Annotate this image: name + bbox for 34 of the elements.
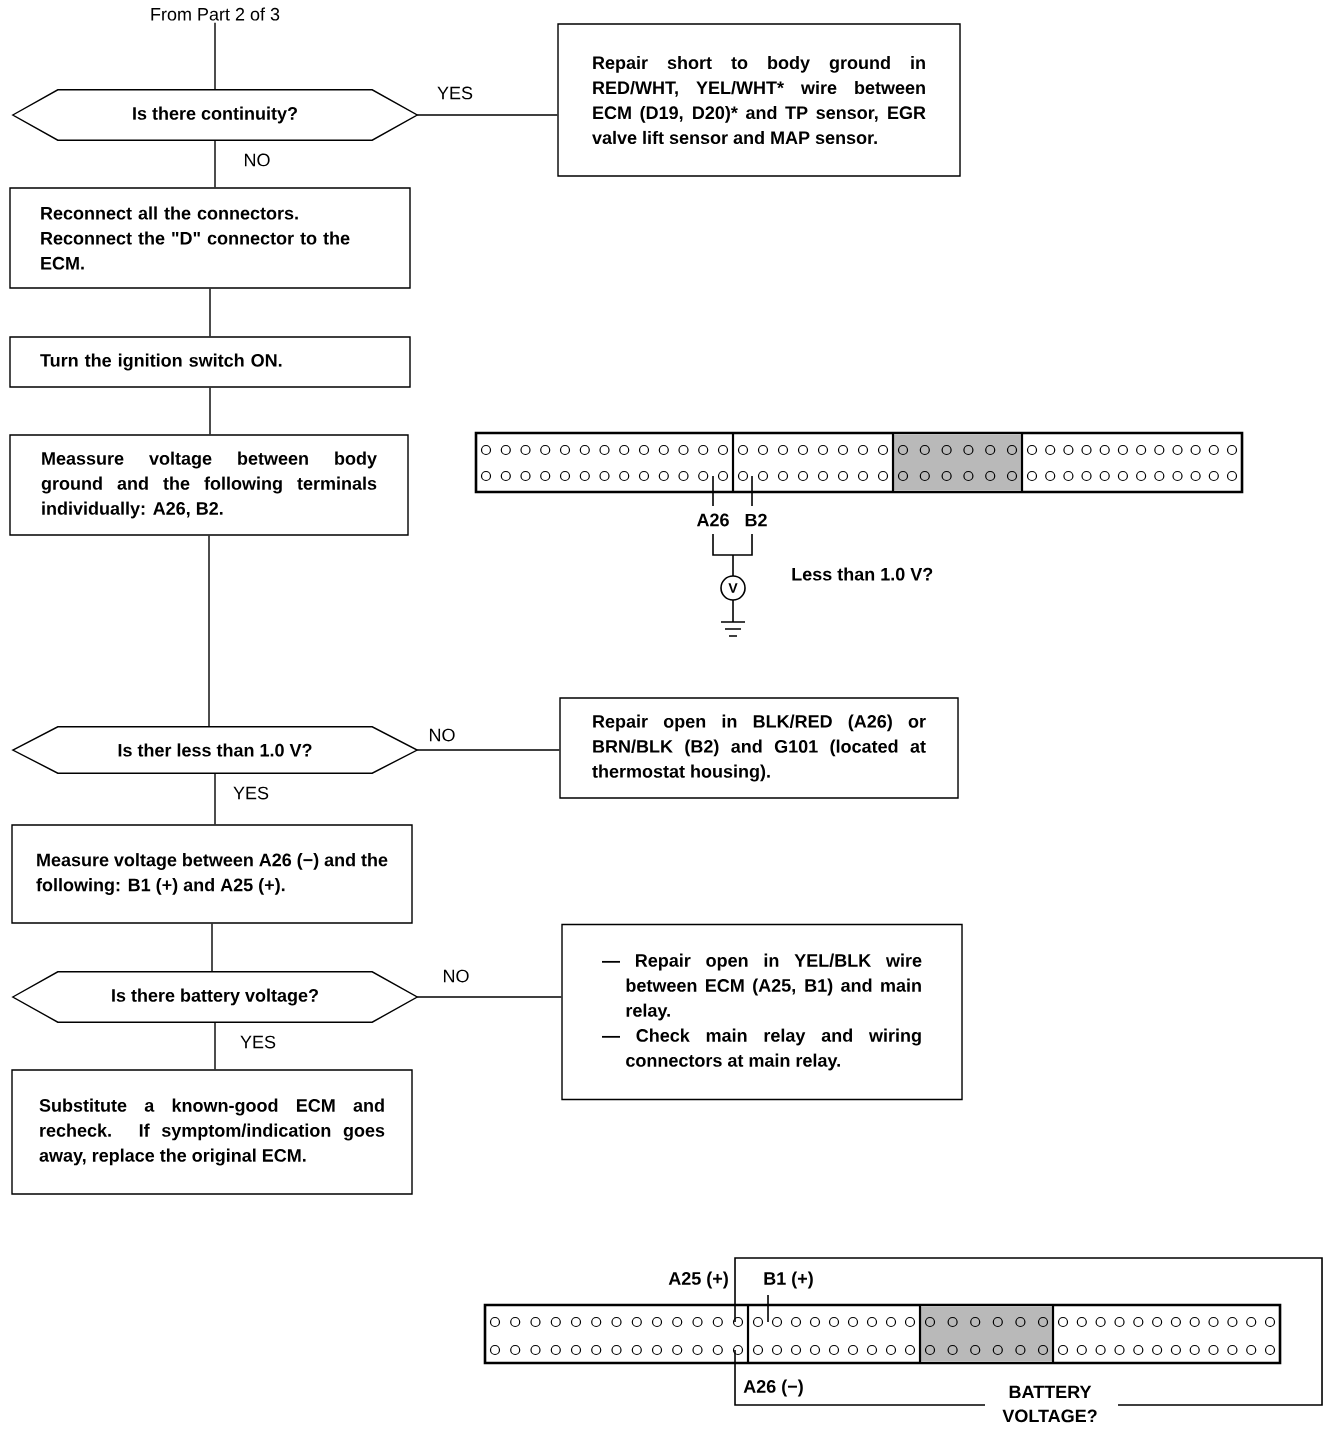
process-box: Repair open in BLK/RED (A26) or BRN/BLK (B2) and G101 (located at thermostat housing).	[559, 697, 959, 799]
connector-line	[214, 139, 216, 188]
edge-label: NO	[441, 968, 471, 984]
connector-line	[416, 996, 562, 998]
process-box: Measure voltage between A26 (−) and the following: B1 (+) and A25 (+).	[11, 824, 413, 924]
edge-label: NO	[242, 152, 272, 168]
process-box: Substitute a known-good ECM and recheck. If symptom/indication goes away, replace the original ECM.	[11, 1069, 413, 1195]
connector-line	[416, 749, 560, 751]
connector-line	[416, 114, 558, 116]
terminal-label: A25 (+)	[667, 1270, 730, 1290]
voltmeter-letter: V	[728, 583, 738, 593]
process-box: Reconnect all the connectors. Reconnect the "D" connector to the ECM.	[9, 187, 411, 289]
terminal-label: A26	[695, 512, 731, 528]
terminal-label: A26 (−)	[742, 1378, 805, 1398]
edge-label: YES	[232, 785, 270, 801]
edge-label: YES	[436, 85, 474, 101]
connector-line	[214, 22, 216, 91]
terminal-label: B1 (+)	[762, 1270, 815, 1290]
edge-label: YES	[239, 1034, 277, 1050]
process-box: Turn the ignition switch ON.	[9, 336, 411, 388]
terminal-label: B2	[743, 512, 769, 528]
connector-line	[208, 535, 210, 728]
measurement-label: BATTERY VOLTAGE?	[1002, 1385, 1097, 1423]
edge-label: NO	[427, 727, 457, 743]
connector-line	[209, 288, 211, 337]
process-box: Repair short to body ground in RED/WHT, YEL/WHT* wire between ECM (D19, D20)* and TP sensor, EGR valve lift sensor and MAP sensor.	[557, 23, 961, 177]
process-box: — Repair open in YEL/BLK wire between ECM (A25, B1) and main relay. — Check main relay and wiring connectors at main relay.	[561, 923, 963, 1101]
terminal-label: Less than 1.0 V?	[790, 566, 935, 582]
connector-line	[211, 923, 213, 973]
start-text: From Part 2 of 3	[151, 7, 280, 21]
process-box: Meassure voltage between body ground and the following terminals individually: A26, B2.	[9, 434, 409, 536]
connector-line	[214, 772, 216, 825]
connector-line	[209, 387, 211, 435]
connector-line	[214, 1021, 216, 1070]
